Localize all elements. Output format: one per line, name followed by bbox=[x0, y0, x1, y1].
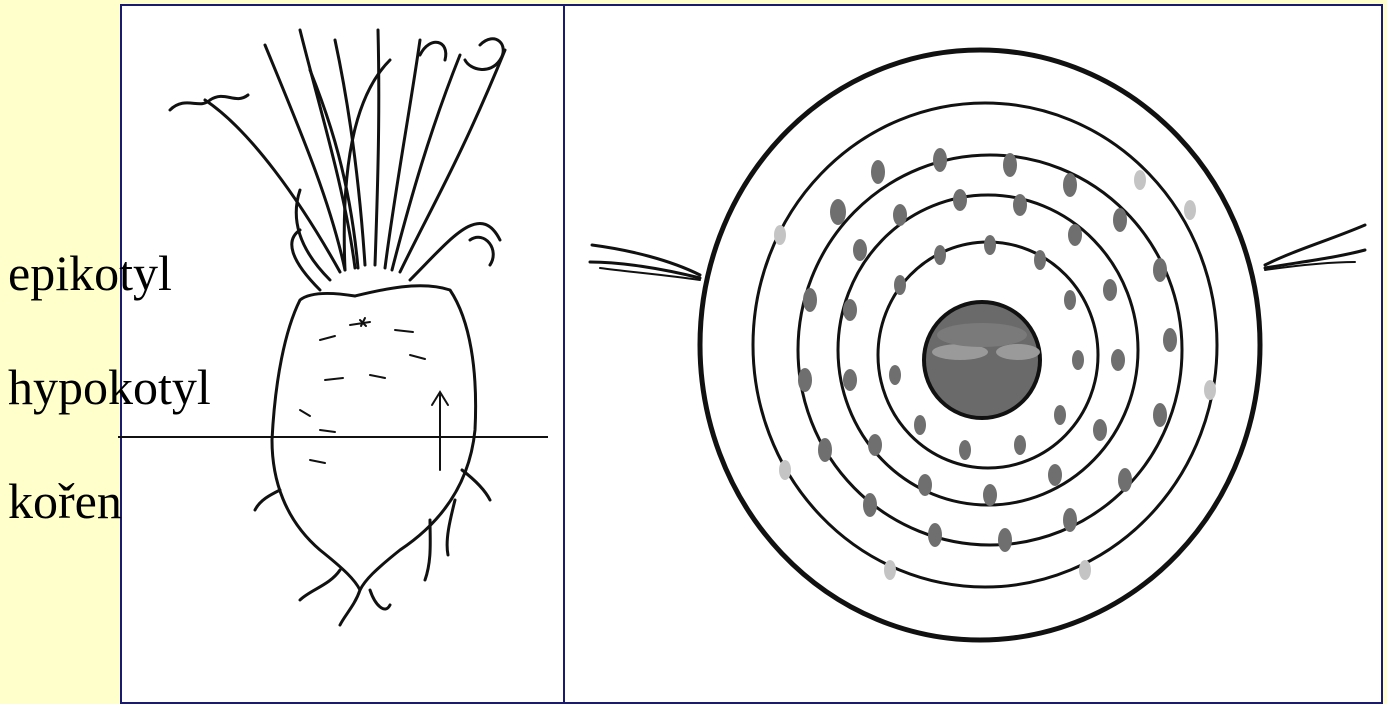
core-circle bbox=[924, 302, 1040, 418]
koren-label: kořen bbox=[8, 476, 122, 526]
epikotyl-label: epikotyl bbox=[8, 248, 172, 298]
hypokotyl-label: hypokotyl bbox=[8, 362, 211, 412]
